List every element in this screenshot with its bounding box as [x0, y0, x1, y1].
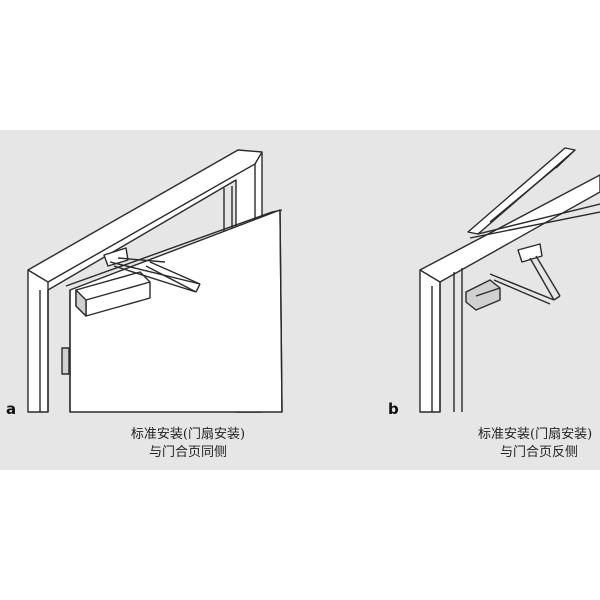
panel-b-caption: 标准安装(门扇安装) 与门合页反侧: [478, 426, 600, 462]
panel-b-caption-line1: 标准安装(门扇安装): [478, 427, 593, 442]
panel-a-label: a: [6, 400, 17, 418]
panel-a-caption-line1: 标准安装(门扇安装): [130, 427, 246, 442]
panel-a-closer-arm: [103, 247, 201, 293]
panel-b-label: b: [388, 400, 399, 418]
panel-b-door-frame: [419, 174, 600, 413]
panel-a-caption-line2: 与门合页同侧: [148, 445, 227, 460]
panel-b-closer-arm: [489, 243, 561, 305]
panel-a-closer-body: [75, 271, 151, 317]
panel-b-caption-line2: 与门合页反侧: [500, 445, 579, 460]
panel-a-illustration: [27, 149, 283, 413]
panel-a-hinge: [61, 347, 70, 375]
panel-a-door-leaf: [65, 209, 283, 413]
panel-b-door-leaf: [467, 147, 600, 239]
panel-b-illustration: [419, 147, 600, 413]
panel-a-caption: 标准安装(门扇安装) 与门合页同侧: [88, 426, 288, 462]
panel-b-closer-body: [465, 279, 501, 311]
